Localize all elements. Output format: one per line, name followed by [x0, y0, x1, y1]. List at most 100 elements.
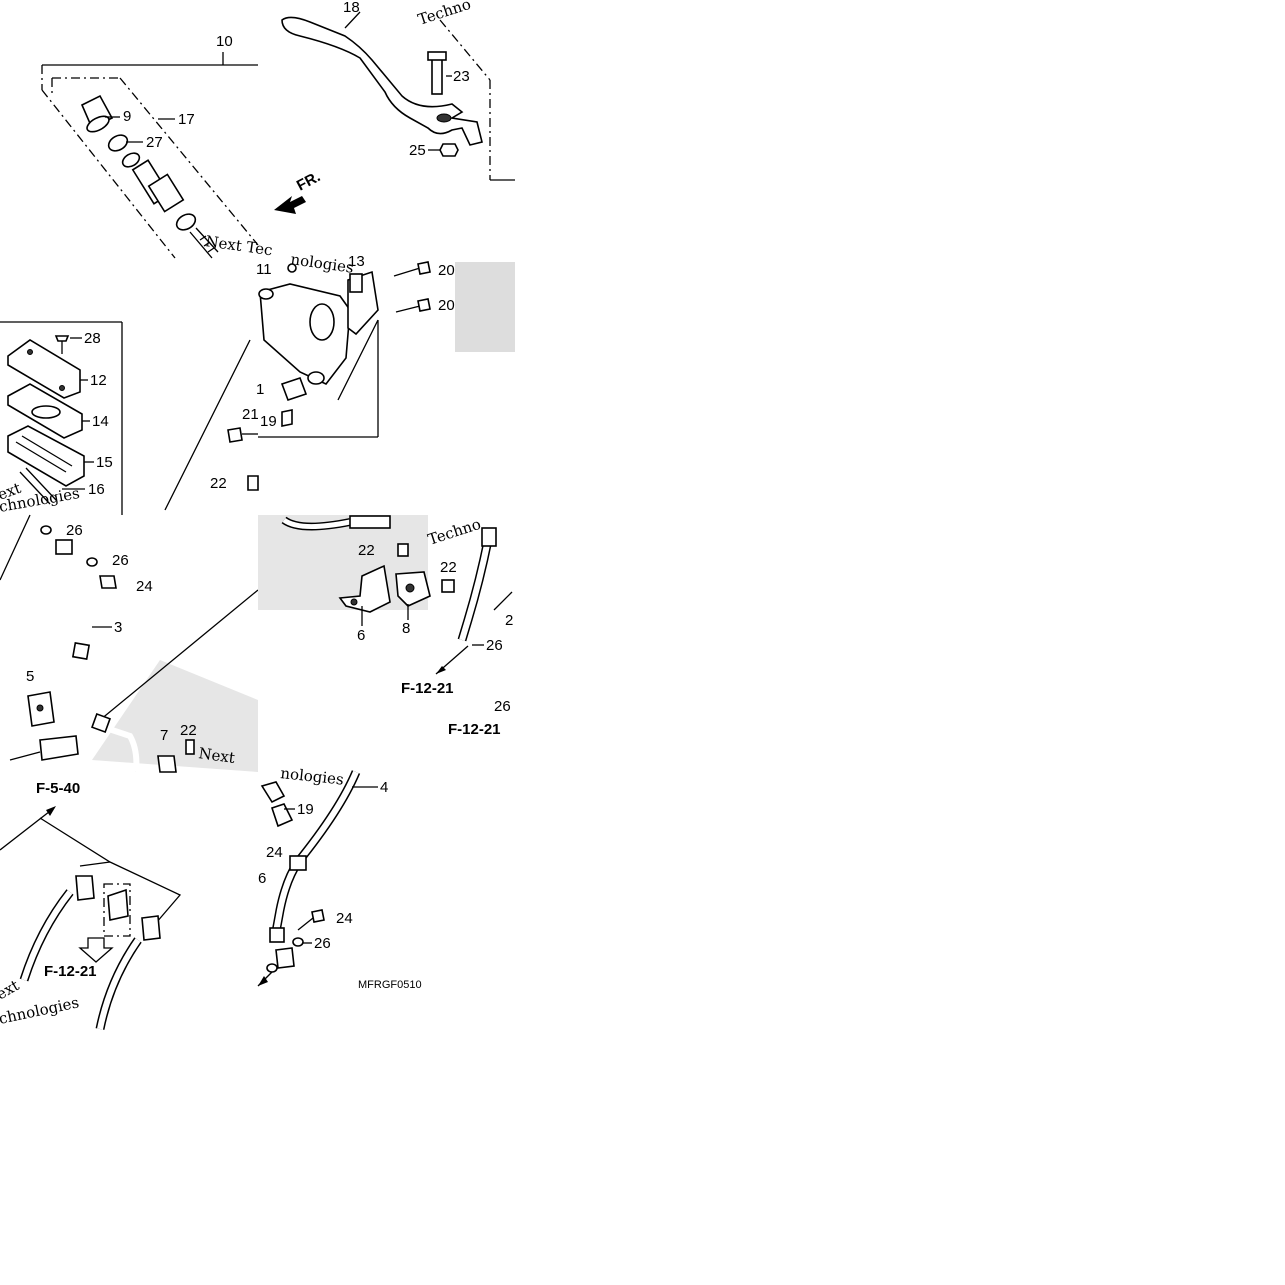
holder-7 [157, 755, 177, 773]
callout-6: 6 [357, 627, 365, 644]
callout-26b: 26 [112, 552, 129, 569]
hose-left-lower [19, 875, 95, 982]
tile-reservoir-parts: 28 12 14 15 16 ext chnologies [0, 321, 251, 516]
watermark-nologies-b: nologies [280, 764, 345, 789]
ref-f-12-21-c: F-12-21 [44, 963, 97, 980]
joint-lower-right [266, 947, 295, 973]
piston-boot-part [80, 94, 114, 133]
callout-24c: 24 [336, 910, 353, 927]
ref-f-5-40: F-5-40 [36, 780, 80, 797]
watermark-next-tec: Next Tec [204, 232, 273, 259]
callout-10: 10 [216, 33, 233, 50]
direction-label: FR. [294, 168, 323, 194]
pivot-bolt-part [427, 51, 447, 95]
cap-plate-part [7, 383, 83, 439]
tile-hose-joint: 22 22 6 8 26 2 26 F-12-21 F-12-21 Techno [258, 515, 513, 738]
callout-9: 9 [123, 108, 131, 125]
holder-part [347, 270, 379, 336]
callout-14: 14 [92, 413, 109, 430]
small-screw-11 [287, 263, 297, 273]
down-arrow-ref [78, 937, 114, 963]
callout-22a: 22 [210, 475, 227, 492]
callout-19b: 19 [297, 801, 314, 818]
callout-24a: 24 [136, 578, 153, 595]
tile-brake-hose-upper: 26 26 24 3 5 7 22 Next [0, 514, 259, 773]
bolt-24 [99, 575, 117, 589]
callout-23: 23 [453, 68, 470, 85]
joint-plate-dashed [103, 883, 131, 937]
clamp-19 [260, 781, 294, 828]
bolt-24b [297, 909, 325, 931]
callout-8: 8 [402, 620, 410, 637]
ref-f-12-21-b: F-12-21 [448, 721, 501, 738]
bracket-6 [338, 564, 391, 613]
callout-26a: 26 [66, 522, 83, 539]
hose-clamp-5 [27, 691, 55, 727]
watermark-next: Next [197, 744, 236, 767]
circlip-part [107, 134, 129, 152]
callout-6b: 6 [258, 870, 266, 887]
pivot-nut-part [439, 143, 459, 157]
callout-5: 5 [26, 668, 34, 685]
callout-3: 3 [114, 619, 122, 636]
callout-25: 25 [409, 142, 426, 159]
washer-26a [40, 525, 52, 535]
brake-lever-part [281, 16, 483, 146]
callout-13: 13 [348, 253, 365, 270]
callout-28: 28 [84, 330, 101, 347]
brake-hose-3 [55, 539, 140, 773]
watermark-technologies-b: chnologies [0, 993, 81, 1028]
callout-19a: 19 [260, 413, 277, 430]
washer-26e [292, 937, 304, 947]
callout-22b: 22 [180, 722, 197, 739]
watermark-ext-b: ext [0, 976, 22, 1003]
tile-piston-parts: FR. 10 18 9 17 27 23 25 Next Tec Techno [41, 0, 515, 259]
watermark-techn-b: Techno [426, 515, 483, 549]
washer-26b [86, 557, 98, 567]
callout-21: 21 [242, 406, 259, 423]
callout-22c: 22 [358, 542, 375, 559]
reservoir-cap-part [7, 339, 81, 399]
holder-bolt-upper [393, 261, 431, 277]
callout-2: 2 [505, 612, 513, 629]
watermark-nologies-a: nologies [289, 250, 354, 277]
brake-hose-right [457, 527, 497, 642]
callout-24b: 24 [266, 844, 283, 861]
hose-right-lower [95, 915, 161, 1030]
bolt-22-part [247, 475, 259, 491]
callout-27: 27 [146, 134, 163, 151]
callout-4: 4 [380, 779, 388, 796]
callout-26d: 26 [494, 698, 511, 715]
brake-hose-4 [269, 770, 361, 943]
callout-26e: 26 [314, 935, 331, 952]
honda-watermark-block [455, 262, 515, 352]
callout-22d: 22 [440, 559, 457, 576]
callout-12: 12 [90, 372, 107, 389]
callout-20a: 20 [438, 262, 455, 279]
callout-15: 15 [96, 454, 113, 471]
callout-11: 11 [256, 261, 272, 278]
bolt-22d [441, 579, 455, 593]
callout-17: 17 [178, 111, 195, 128]
hose-joint-lower [9, 735, 79, 761]
diagram-code: MFRGF0510 [358, 979, 422, 991]
float-part [19, 467, 57, 505]
callout-26c: 26 [486, 637, 503, 654]
callout-1: 1 [256, 381, 264, 398]
callout-7: 7 [160, 727, 168, 744]
brake-switch-part [280, 376, 308, 427]
hose-upper-left [281, 515, 391, 531]
bolt-22b [185, 739, 195, 755]
watermark-ext: ext [0, 479, 23, 504]
bolt-22c [397, 543, 409, 557]
bolt-right-20 [493, 591, 513, 611]
tile-distribution-hoses: F-5-40 F-12-21 ext chnologies [0, 780, 182, 1030]
bolt-21-part [227, 427, 258, 443]
master-cylinder-body-part [258, 283, 351, 385]
callout-18: 18 [343, 0, 360, 16]
tile-master-cylinder: 13 11 20 20 1 21 19 22 nologies [210, 250, 515, 492]
front-direction-arrow: FR. [274, 168, 323, 214]
cap-screw-part [54, 335, 70, 354]
ref-f-12-21-a: F-12-21 [401, 680, 454, 697]
